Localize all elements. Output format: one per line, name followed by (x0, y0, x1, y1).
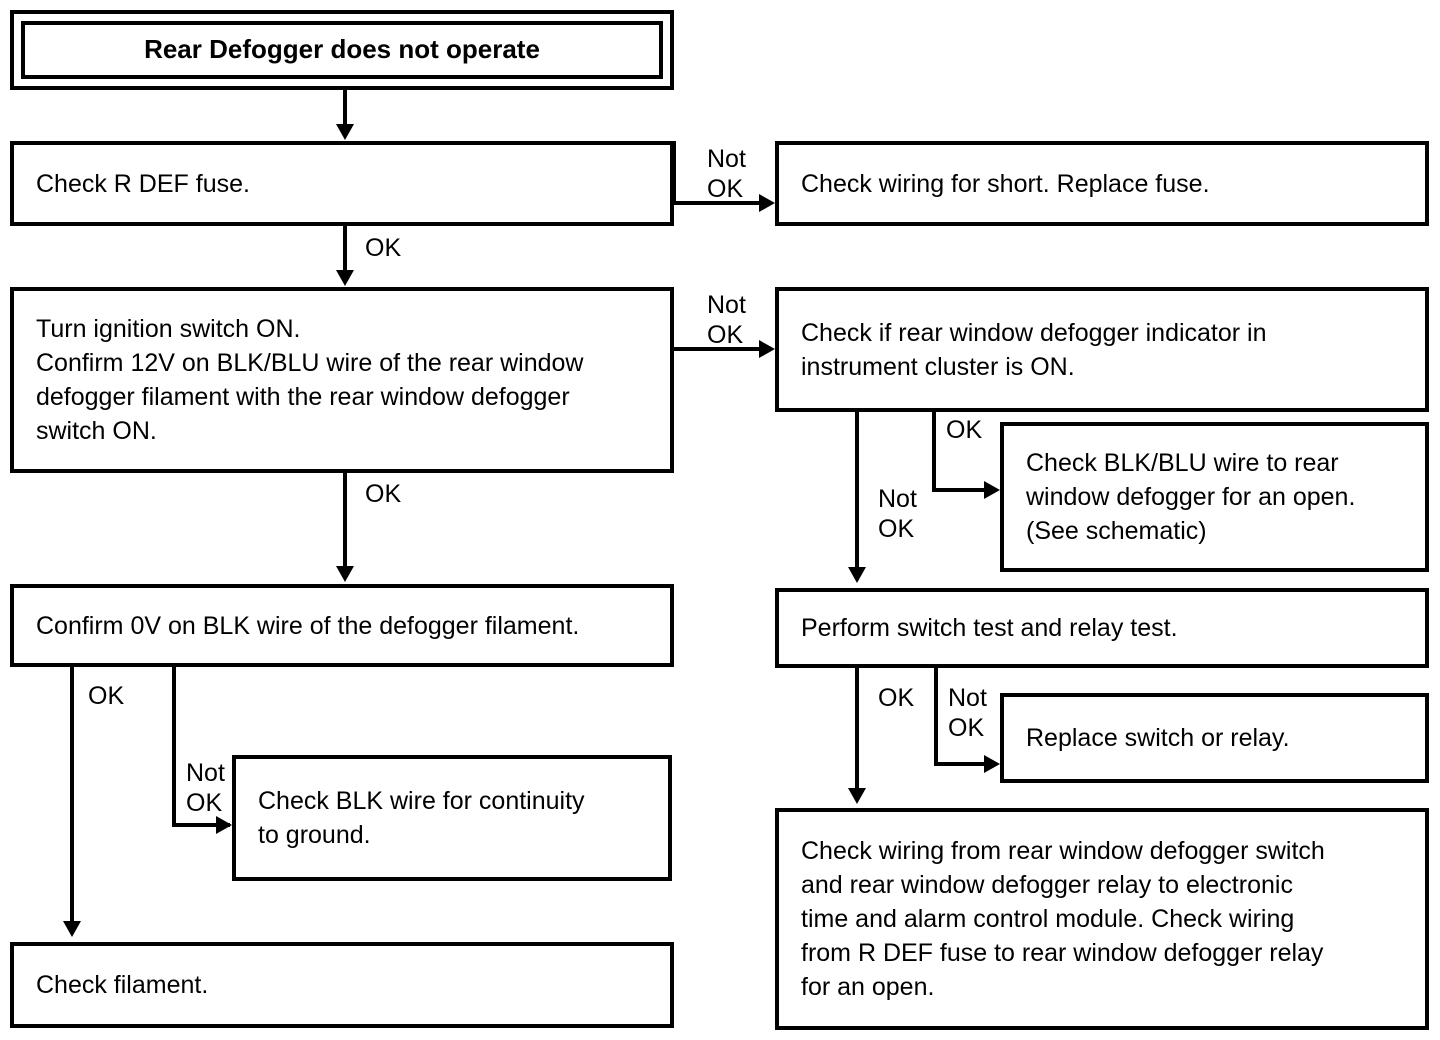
edge-ignition-notok-horz (672, 347, 767, 351)
node-blk-continuity-label: Check BLK wire for continuity to ground. (258, 787, 585, 849)
node-switch-relay-test: Perform switch test and relay test. (775, 588, 1429, 668)
node-check-fuse: Check R DEF fuse. (10, 141, 674, 226)
arrowhead-fuse-to-ignition (336, 270, 354, 286)
edge-indicator-notok-vert (855, 412, 859, 569)
node-check-wiring-module-label: Check wiring from rear window defogger s… (801, 837, 1325, 1001)
node-replace-switch-label: Replace switch or relay. (1026, 724, 1290, 752)
node-check-short: Check wiring for short. Replace fuse. (775, 141, 1429, 226)
edge-label-indicator-not-ok: Not OK (878, 485, 917, 543)
node-indicator: Check if rear window defogger indicator … (775, 287, 1429, 412)
node-confirm-0v-label: Confirm 0V on BLK wire of the defogger f… (36, 611, 580, 640)
arrowhead-indicator-to-test (848, 567, 866, 583)
edge-indicator-ok-vert (932, 412, 936, 492)
arrowhead-confirm-to-continuity (216, 816, 232, 834)
edge-confirm-notok-vert (172, 667, 176, 827)
edge-confirm-ok-vert (70, 667, 74, 923)
node-check-filament-label: Check filament. (36, 971, 209, 999)
arrowhead-indicator-to-blkblu (984, 481, 1000, 499)
node-ignition-label: Turn ignition switch ON. Confirm 12V on … (36, 315, 584, 445)
node-blk-blu-open: Check BLK/BLU wire to rear window defogg… (1000, 422, 1429, 572)
edge-title-to-fuse (343, 90, 347, 126)
edge-test-ok-vert (855, 668, 859, 790)
edge-indicator-ok-horz (932, 488, 992, 492)
edge-label-indicator-ok: OK (946, 416, 983, 444)
node-indicator-label: Check if rear window defogger indicator … (801, 318, 1267, 381)
edge-fuse-ok-vert (343, 226, 347, 272)
edge-test-notok-vert (934, 668, 938, 766)
arrowhead-test-to-replace (984, 755, 1000, 773)
edge-fuse-notok-vert (672, 141, 676, 205)
node-confirm-0v: Confirm 0V on BLK wire of the defogger f… (10, 584, 674, 667)
edge-label-ignition-not-ok: Not OK (707, 291, 746, 349)
edge-confirm-notok-horz (172, 823, 230, 827)
edge-test-notok-horz (934, 762, 992, 766)
edge-label-fuse-not-ok: Not OK (707, 145, 746, 203)
node-replace-switch: Replace switch or relay. (1000, 693, 1429, 783)
node-blk-blu-open-label: Check BLK/BLU wire to rear window defogg… (1026, 449, 1356, 545)
node-check-filament: Check filament. (10, 942, 674, 1028)
edge-label-confirm-not-ok: Not OK (186, 759, 225, 817)
node-blk-continuity: Check BLK wire for continuity to ground. (232, 755, 672, 881)
edge-label-ignition-ok: OK (365, 480, 402, 508)
edge-label-test-not-ok: Not OK (948, 684, 987, 742)
arrowhead-ignition-to-indicator (759, 340, 775, 358)
edge-ignition-ok-vert (343, 473, 347, 568)
arrowhead-test-to-wiring-module (848, 788, 866, 804)
node-ignition: Turn ignition switch ON. Confirm 12V on … (10, 287, 674, 473)
node-switch-relay-test-label: Perform switch test and relay test. (801, 614, 1178, 642)
edge-label-confirm-ok: OK (88, 682, 125, 710)
edge-fuse-notok-horz (672, 201, 767, 205)
arrowhead-confirm-to-filament (63, 921, 81, 937)
node-check-short-label: Check wiring for short. Replace fuse. (801, 169, 1210, 198)
arrowhead-fuse-to-short (759, 194, 775, 212)
arrowhead-title-to-fuse (336, 124, 354, 140)
arrowhead-ignition-to-confirm (336, 566, 354, 582)
edge-label-fuse-ok: OK (365, 234, 402, 262)
node-title: Rear Defogger does not operate (10, 10, 674, 90)
node-check-fuse-label: Check R DEF fuse. (36, 169, 250, 198)
node-check-wiring-module: Check wiring from rear window defogger s… (775, 808, 1429, 1030)
edge-label-test-ok: OK (878, 684, 915, 712)
node-title-label: Rear Defogger does not operate (144, 34, 540, 65)
title-inner-border: Rear Defogger does not operate (21, 21, 663, 79)
